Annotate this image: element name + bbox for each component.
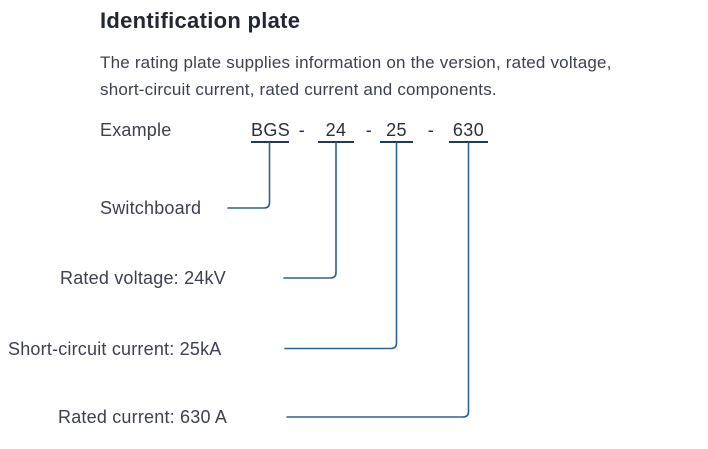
callout-label-rated-voltage: Rated voltage: 24kV (60, 268, 226, 288)
connector-rated-current (286, 142, 470, 418)
segment-underline-short-circuit-current (380, 141, 413, 143)
callout-label-rated-current: Rated current: 630 A (58, 407, 228, 427)
page-title: Identification plate (100, 8, 301, 33)
segment-underline-rated-current (449, 141, 488, 143)
intro-paragraph: The rating plate supplies information on… (100, 49, 612, 103)
type-code-short-circuit-current: 25 (386, 120, 407, 140)
type-code-rated-voltage: 24 (325, 120, 347, 140)
segment-underline-rated-voltage (318, 141, 354, 143)
intro-paragraph-line-1: The rating plate supplies information on… (100, 53, 612, 72)
type-code-separator: - (427, 120, 435, 140)
type-code-switchboard: BGS (251, 120, 291, 140)
connector-switchboard (227, 142, 271, 209)
type-code-rated-current: 630 (452, 120, 485, 140)
segment-underline-switchboard (251, 141, 289, 143)
type-code-separator: - (298, 120, 306, 140)
callout-label-short-circuit-current: Short-circuit current: 25kA (8, 339, 222, 359)
type-code-separator: - (365, 120, 373, 140)
intro-paragraph-line-2: short-circuit current, rated current and… (100, 80, 497, 99)
connector-short-circuit-current (284, 142, 398, 350)
example-label: Example (100, 120, 172, 140)
callout-label-switchboard: Switchboard (100, 198, 202, 218)
connector-rated-voltage (283, 142, 337, 279)
